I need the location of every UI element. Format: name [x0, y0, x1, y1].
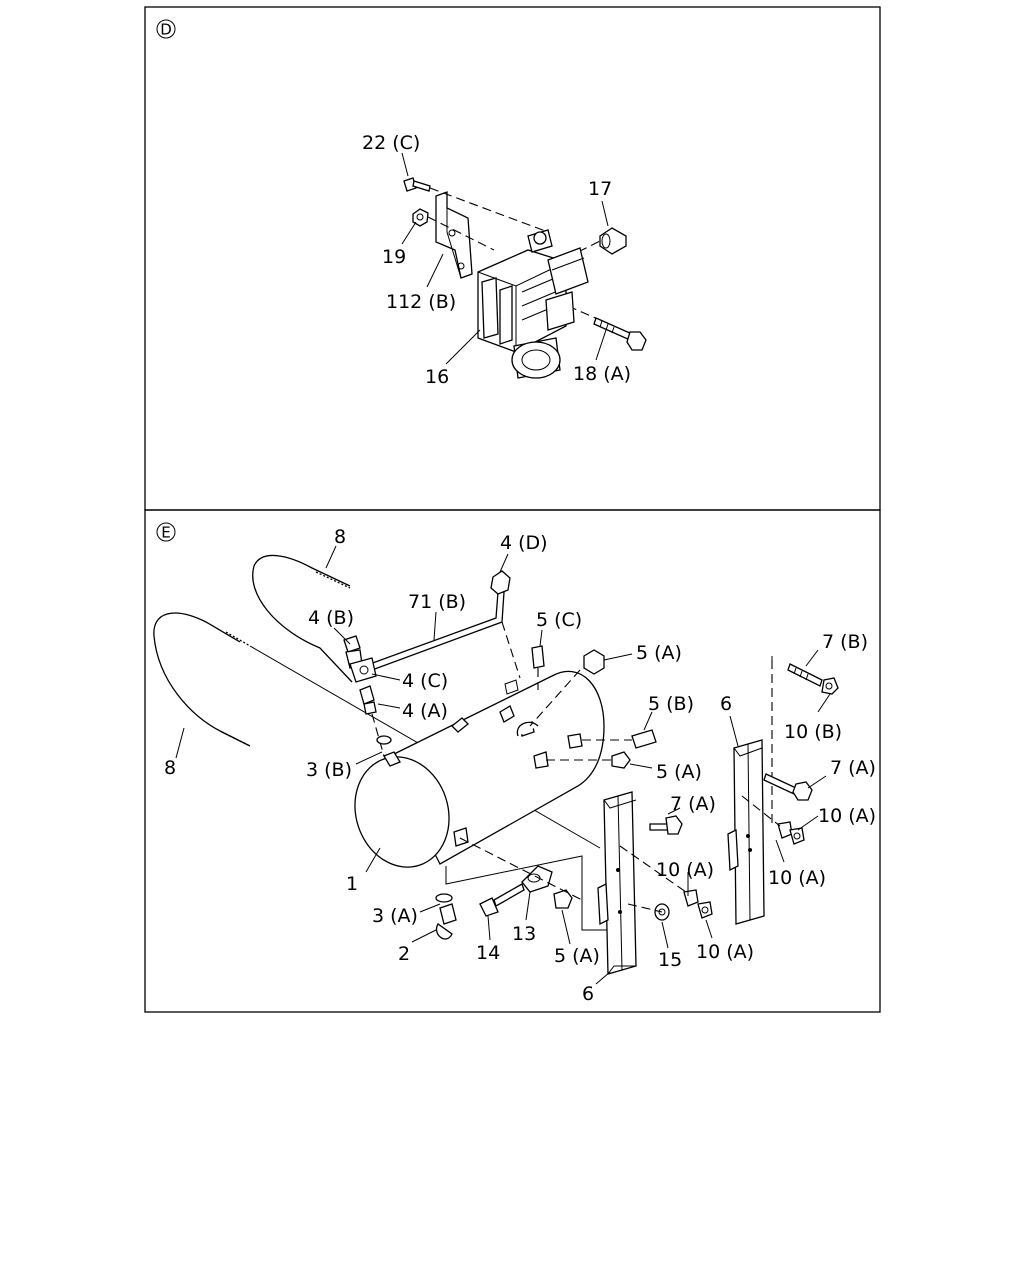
- label-17: 17: [588, 178, 612, 200]
- label-4d: 4 (D): [500, 532, 548, 554]
- bracket-13: [521, 865, 553, 893]
- label-18a: 18 (A): [573, 363, 631, 385]
- air-tank-1: [354, 670, 605, 868]
- label-15: 15: [658, 949, 682, 971]
- label-5c: 5 (C): [536, 609, 582, 631]
- label-5a-top: 5 (A): [636, 642, 682, 664]
- plug-5c: [531, 645, 545, 669]
- label-2: 2: [398, 943, 410, 965]
- label-7b: 7 (B): [822, 631, 868, 653]
- label-10a-4: 10 (A): [696, 941, 754, 963]
- label-8-bottom: 8: [164, 757, 176, 779]
- plug-17: [599, 227, 627, 255]
- panel-e-marker-circle: [156, 522, 176, 542]
- label-19: 19: [382, 246, 406, 268]
- panel-e: E: [144, 509, 881, 1013]
- label-4c: 4 (C): [402, 670, 448, 692]
- bolt-14: [479, 883, 525, 917]
- plug-5a-top: [583, 649, 605, 675]
- panel-e-marker: E: [161, 524, 170, 542]
- plug-5a-bottom: [553, 889, 573, 909]
- label-10a-3: 10 (A): [768, 867, 826, 889]
- label-5a-bottom: 5 (A): [554, 945, 600, 967]
- bolt-22c: [403, 177, 431, 192]
- label-7a-right: 7 (A): [830, 757, 876, 779]
- panel-d-marker-circle: [156, 19, 176, 39]
- label-6-bottom: 6: [582, 983, 594, 1005]
- bolt-7a-mid: [649, 815, 683, 835]
- label-8-top: 8: [334, 526, 346, 548]
- nut-10a-right-2: [789, 827, 805, 845]
- hose-8-lower: [153, 612, 251, 747]
- channel-6-right: [727, 739, 765, 925]
- label-6-right: 6: [720, 693, 732, 715]
- nut-10b: [821, 677, 839, 695]
- pipe-71b: [369, 570, 511, 671]
- bracket-112b: [435, 191, 473, 279]
- label-13: 13: [512, 923, 536, 945]
- fitting-4a: [359, 685, 377, 715]
- label-1: 1: [346, 873, 358, 895]
- nut-10a-mid-2: [697, 901, 713, 919]
- washer-3a: [435, 893, 453, 903]
- valve-assembly-16: [477, 229, 589, 379]
- fitting-4c: [349, 657, 377, 683]
- label-10a-1: 10 (A): [818, 805, 876, 827]
- plug-5b: [631, 729, 657, 749]
- channel-6-left: [597, 791, 637, 975]
- bolt-18a: [593, 317, 647, 351]
- plug-5a-mid: [611, 751, 631, 769]
- washer-3b: [376, 735, 392, 745]
- label-14: 14: [476, 942, 500, 964]
- label-4a: 4 (A): [402, 700, 448, 722]
- label-71b: 71 (B): [408, 591, 466, 613]
- panel-d: D: [144, 6, 881, 511]
- bolt-7a-right: [763, 773, 813, 801]
- nut-19: [412, 208, 429, 227]
- label-22c: 22 (C): [362, 132, 420, 154]
- label-7a-mid: 7 (A): [670, 793, 716, 815]
- drain-valve-2: [435, 903, 457, 940]
- label-10a-2: 10 (A): [656, 859, 714, 881]
- panel-e-frame: [144, 509, 881, 1013]
- label-3b: 3 (B): [306, 759, 352, 781]
- label-4b: 4 (B): [308, 607, 354, 629]
- nut-10a-mid-1: [683, 889, 699, 907]
- panel-d-marker: D: [160, 21, 172, 39]
- bolt-7b: [787, 663, 823, 687]
- label-112b: 112 (B): [386, 291, 456, 313]
- label-5b: 5 (B): [648, 693, 694, 715]
- label-5a-mid: 5 (A): [656, 761, 702, 783]
- label-3a: 3 (A): [372, 905, 418, 927]
- label-10b: 10 (B): [784, 721, 842, 743]
- label-16: 16: [425, 366, 449, 388]
- hose-8-upper: [252, 554, 353, 683]
